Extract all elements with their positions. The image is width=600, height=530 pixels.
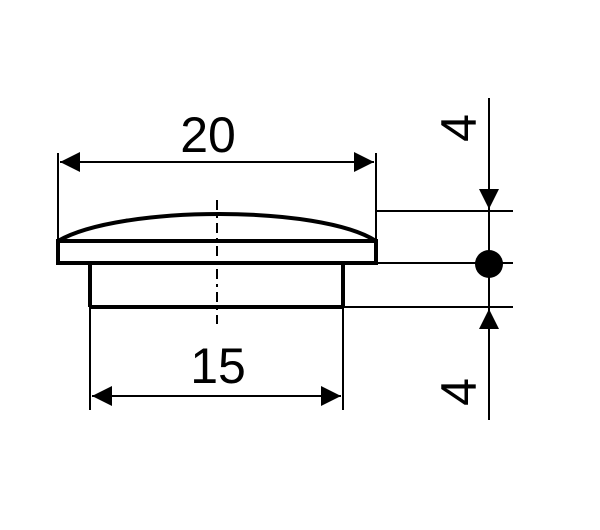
dimension-bottom-width [89,307,344,410]
cap-dome [56,212,378,243]
dimension-label-bottom-height: 4 [431,378,487,406]
dimension-label-bottom-width: 15 [190,338,246,394]
dimension-label-top-width: 20 [180,107,236,163]
dimension-label-top-height: 4 [431,114,487,142]
dimension-top-width [57,152,377,241]
reference-point-dot [475,250,503,278]
